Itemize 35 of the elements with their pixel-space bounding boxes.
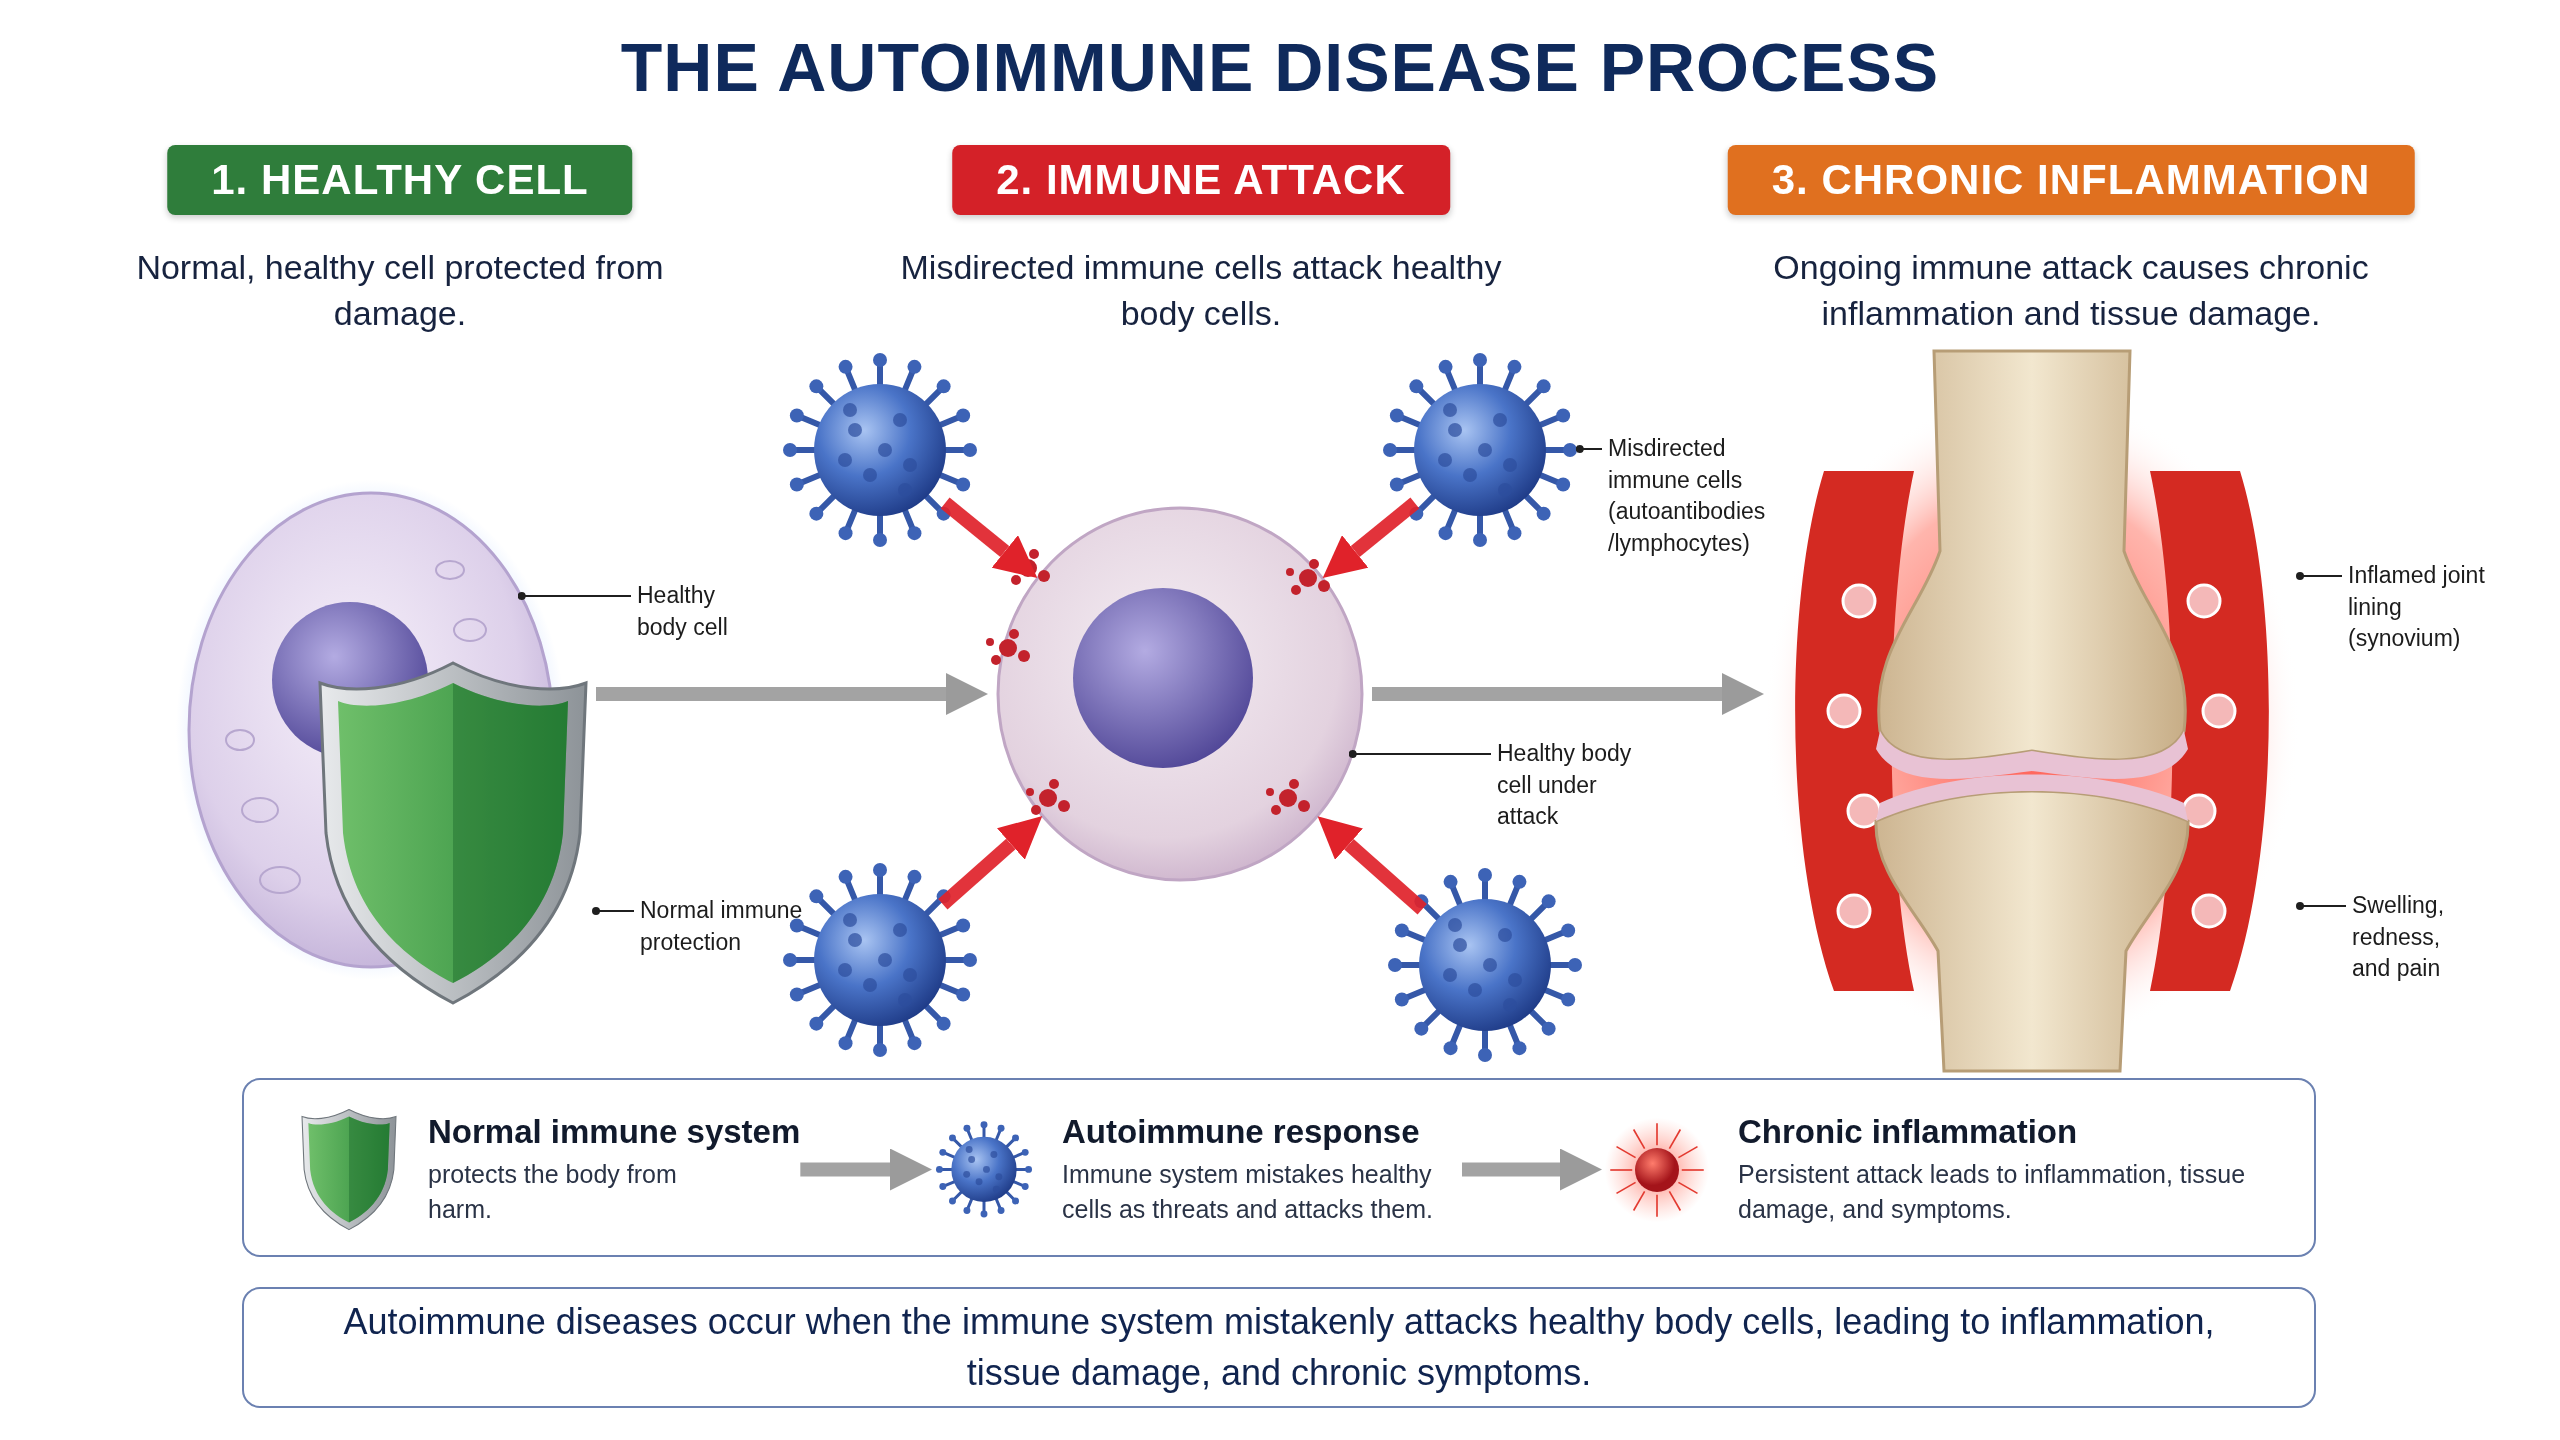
arrow: [938, 816, 1043, 910]
step-heading-badge: 1. HEALTHY CELL: [167, 145, 633, 215]
arrow: [940, 497, 1038, 578]
item-description: Immune system mistakes healthy cells as threats and attacks them.: [1062, 1158, 1434, 1225]
item-heading: Chronic inflammation: [1738, 1112, 2079, 1151]
item-description: Persistent attack leads to inflammation, tissue damage, and symptoms.: [1738, 1158, 2247, 1225]
leader-line: [517, 592, 632, 600]
step-description: Misdirected immune cells attack healthy body cells.: [899, 247, 1503, 334]
leader-line: [1575, 445, 1603, 453]
title: THE AUTOIMMUNE DISEASE PROCESS: [619, 28, 1941, 106]
arrow: [596, 673, 988, 715]
step-heading-badge: 2. IMMUNE ATTACK: [952, 145, 1450, 215]
leader-label: Normal immune protection: [640, 895, 820, 959]
item-description: protects the body from harm.: [428, 1158, 678, 1225]
leader-line: [1348, 750, 1492, 758]
arrow: [1462, 1148, 1602, 1191]
leader-label: Healthy body cell: [637, 580, 767, 644]
leader-line: [2296, 902, 2347, 910]
leader-label: Swelling, redness, and pain: [2352, 890, 2482, 986]
summary-note: Autoimmune diseases occur when the immune system mistakenly attacks healthy body cells, leading to inflammation, tissue damage, and chronic symptoms.: [242, 1287, 2316, 1408]
step-heading-badge: 3. CHRONIC INFLAMMATION: [1727, 145, 2415, 215]
item-heading: Autoimmune response: [1062, 1112, 1421, 1151]
leader-label: Misdirected immune cells (autoantibodies /lymphocytes): [1608, 433, 1798, 560]
arrow: [800, 1148, 932, 1191]
leader-label: Healthy body cell under attack: [1497, 738, 1647, 834]
summary-panel: [242, 1078, 2316, 1257]
step-description: Ongoing immune attack causes chronic inflammation and tissue damage.: [1772, 247, 2370, 334]
step-description: Normal, healthy cell protected from damage.: [135, 247, 665, 334]
arrow: [1322, 497, 1420, 578]
leader-line: [2296, 572, 2343, 580]
item-heading: Normal immune system: [428, 1112, 801, 1151]
arrow: [1372, 673, 1764, 715]
leader-label: Inflamed joint lining (synovium): [2348, 560, 2498, 656]
leader-line: [592, 907, 635, 915]
arrow: [1317, 816, 1427, 915]
